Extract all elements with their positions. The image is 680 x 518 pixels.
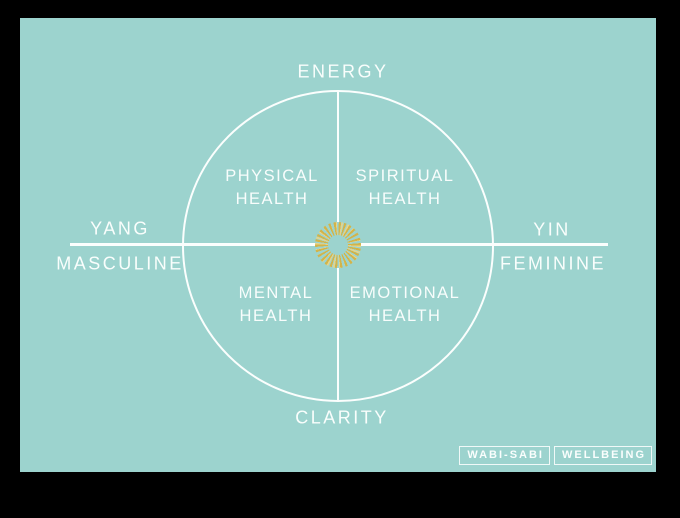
quadrant-label-emotional-health: EMOTIONAL HEALTH (350, 282, 461, 328)
quadrant-label-spiritual-health: SPIRITUAL HEALTH (356, 165, 455, 211)
diagram-canvas: ENERGY CLARITY YANG MASCULINE YIN FEMINI… (20, 18, 656, 472)
quadrant-label-line2: HEALTH (368, 307, 442, 325)
axis-label-masculine: MASCULINE (56, 253, 184, 274)
brand-badge-wabi-sabi: WABI-SABI (459, 446, 550, 465)
quadrant-label-line2: HEALTH (239, 307, 313, 325)
quadrant-label-line1: MENTAL (238, 284, 314, 302)
quadrant-label-mental-health: MENTAL HEALTH (239, 282, 314, 328)
axis-label-clarity: CLARITY (295, 407, 389, 428)
quadrant-label-line1: EMOTIONAL (349, 284, 461, 302)
axis-label-yin: YIN (533, 219, 571, 240)
gold-wreath-icon (315, 222, 361, 268)
axis-label-feminine: FEMININE (499, 253, 607, 274)
axis-label-energy: ENERGY (297, 61, 389, 82)
axis-label-yang: YANG (90, 218, 150, 239)
brand-badge-wellbeing: WELLBEING (554, 446, 652, 465)
quadrant-label-line2: HEALTH (368, 190, 442, 208)
brand-badge: WABI-SABI WELLBEING (459, 446, 652, 465)
quadrant-label-line1: PHYSICAL (225, 167, 319, 185)
quadrant-label-line1: SPIRITUAL (355, 167, 455, 185)
quadrant-label-physical-health: PHYSICAL HEALTH (225, 165, 319, 211)
quadrant-label-line2: HEALTH (235, 190, 309, 208)
